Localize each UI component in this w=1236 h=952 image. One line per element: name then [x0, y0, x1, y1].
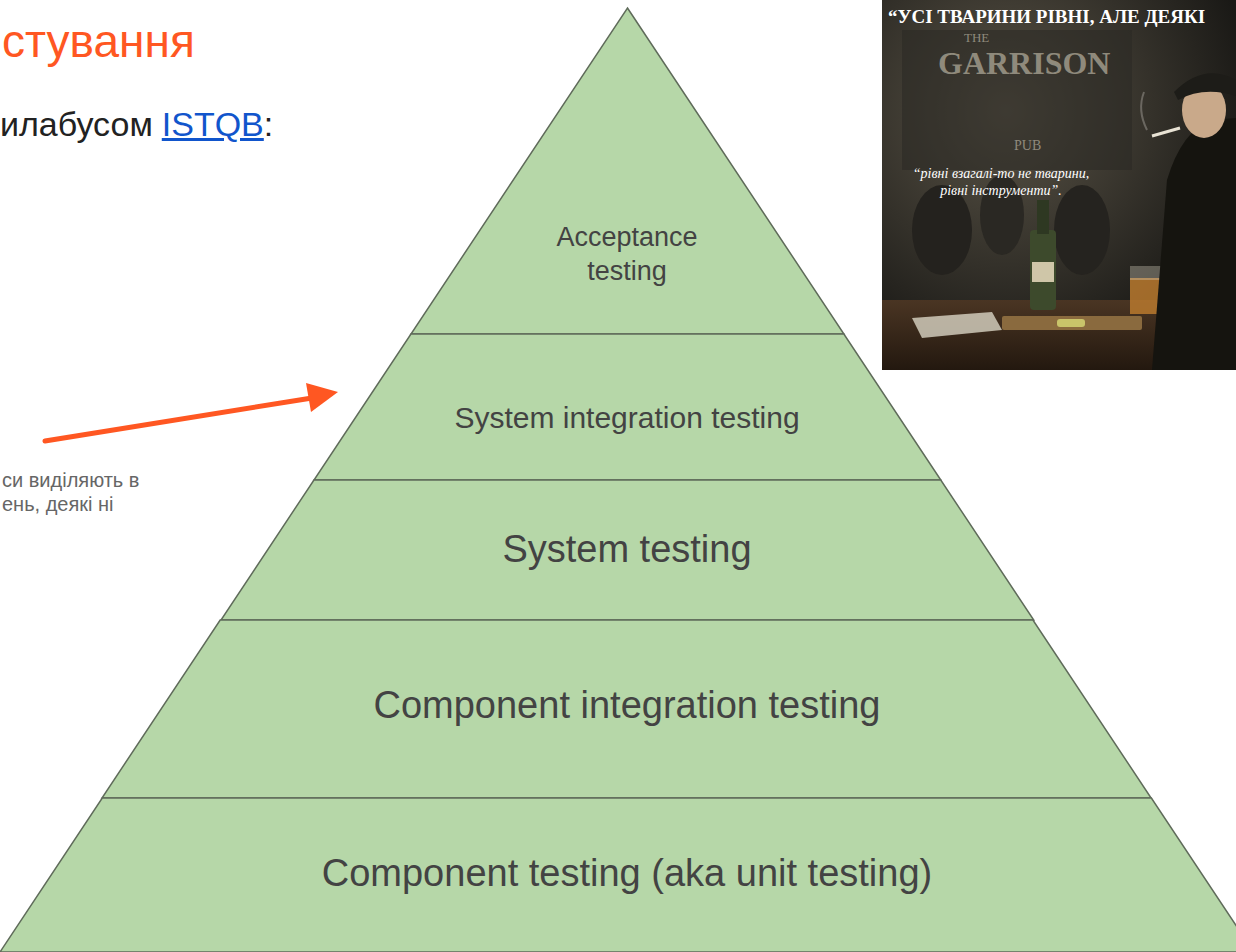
level-texts: System integration testing	[314, 399, 941, 437]
level-name: System testing	[502, 526, 751, 574]
pyramid-level: System testing	[221, 480, 1034, 620]
level-fill	[0, 798, 1236, 952]
pyramid-level: Acceptance testing	[411, 8, 844, 334]
arrow-head	[306, 383, 338, 412]
level-texts: Component integration testing	[102, 682, 1151, 730]
pyramid-level: Component integration testing	[102, 620, 1151, 798]
side-note: си виділяють в ень, деякі ні	[2, 468, 174, 516]
pub-sign: GARRISON	[938, 44, 1110, 82]
syllabus-text: илабусом	[0, 104, 153, 145]
pyramid-level: System integration testing	[314, 334, 941, 480]
level-fill	[221, 480, 1034, 620]
level-texts: Component testing (aka unit testing)	[0, 850, 1236, 898]
level-fill	[314, 334, 941, 480]
punctuation: :	[264, 104, 273, 145]
level-name: Acceptance testing	[547, 221, 707, 289]
level-fill	[102, 620, 1151, 798]
arrow-shaft	[45, 398, 312, 441]
level-fill	[411, 8, 844, 334]
level-texts: Acceptance testing	[411, 221, 844, 289]
pyramid-level: Component testing (aka unit testing)	[0, 798, 1236, 952]
level-texts: System testing	[221, 526, 1034, 574]
meme-picture: “УСІ ТВАРИНИ РІВНІ, АЛЕ ДЕЯКІTHEGARRISON…	[882, 0, 1236, 370]
level-name: System integration testing	[454, 399, 799, 437]
level-name: Component testing (aka unit testing)	[322, 850, 932, 898]
meme-quote: “УСІ ТВАРИНИ РІВНІ, АЛЕ ДЕЯКІ	[888, 6, 1205, 29]
level-name: Component integration testing	[373, 682, 880, 730]
pub-sign: THE	[964, 30, 989, 46]
slide-title: стування	[2, 14, 195, 69]
meme-caption: “рівні взагалі-то не тварини, рівні інст…	[912, 166, 1090, 200]
pub-sign: PUB	[1014, 138, 1041, 155]
istqb-link: ISTQB	[162, 104, 264, 145]
